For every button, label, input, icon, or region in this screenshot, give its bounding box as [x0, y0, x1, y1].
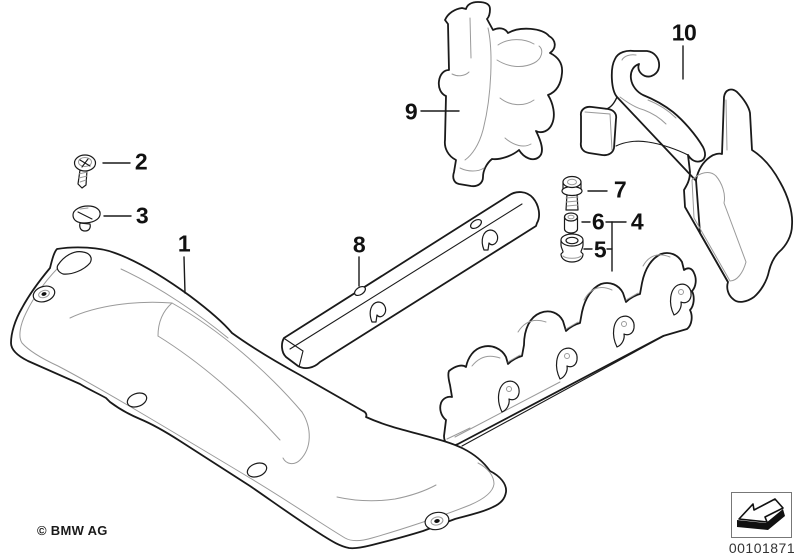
callout-10[interactable]: 10 — [671, 19, 697, 46]
part-3-clip-drawing — [72, 205, 101, 232]
part-1-engine-cover-drawing — [10, 246, 507, 550]
cover-grommet-rear — [424, 511, 450, 531]
cylinder-head-cover-drawing — [439, 252, 697, 447]
callout-2[interactable]: 2 — [134, 148, 148, 175]
part-2-screw-drawing — [73, 154, 97, 189]
part-7-bolt-drawing — [561, 175, 583, 211]
callout-4[interactable]: 4 — [630, 208, 644, 235]
direction-arrow-stamp — [731, 492, 792, 538]
cover-grommet-front — [32, 285, 56, 303]
callout-9[interactable]: 9 — [404, 98, 418, 125]
callout-leader-lines — [102, 45, 684, 294]
part-9-sound-insulation-drawing — [437, 1, 563, 188]
callout-5[interactable]: 5 — [593, 236, 607, 263]
callout-7[interactable]: 7 — [613, 176, 627, 203]
image-number: 00101871 — [728, 540, 796, 556]
callout-1[interactable]: 1 — [177, 230, 191, 257]
callout-6[interactable]: 6 — [591, 208, 605, 235]
copyright-notice: © BMW AG — [37, 523, 108, 538]
callout-8[interactable]: 8 — [352, 231, 366, 258]
part-8-support-rail-drawing — [281, 191, 540, 369]
direction-arrow-icon — [737, 498, 785, 530]
cover-hook-tabs — [497, 283, 692, 413]
part-10-sound-insulation-drawing — [579, 49, 793, 303]
part-5-rubber-grommet-drawing — [560, 233, 584, 263]
part-6-spacer-sleeve-drawing — [563, 212, 579, 234]
callout-3[interactable]: 3 — [135, 202, 149, 229]
